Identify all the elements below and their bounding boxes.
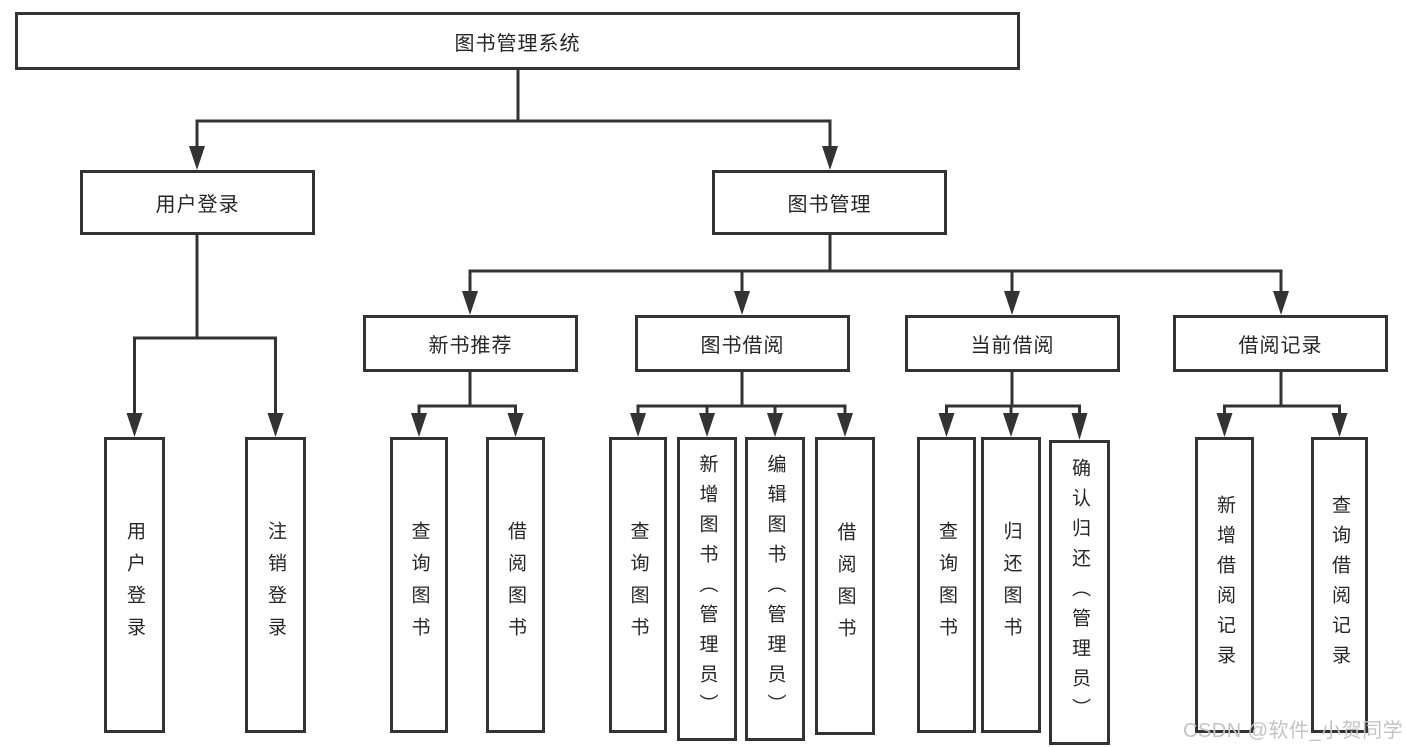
leaf-add-book-admin-label: 新增图书（管理员） — [696, 454, 718, 724]
leaf-user-login: 用户登录 — [104, 437, 165, 733]
leaf-confirm-return-admin-label: 确认归还（管理员） — [1069, 457, 1090, 728]
leaf-add-book-admin: 新增图书（管理员） — [677, 437, 737, 741]
leaf-query-books-borrow: 查询图书 — [609, 437, 667, 733]
node-borrow-records-label: 借阅记录 — [1238, 335, 1323, 357]
leaf-confirm-return-admin: 确认归还（管理员） — [1049, 440, 1110, 745]
node-user-login-label: 用户登录 — [155, 194, 240, 216]
leaf-query-books-borrow-label: 查询图书 — [627, 521, 649, 649]
leaf-add-borrow-record: 新增借阅记录 — [1195, 437, 1254, 733]
node-borrow-records: 借阅记录 — [1173, 315, 1388, 372]
node-book-borrow: 图书借阅 — [635, 315, 850, 372]
node-current-borrow-label: 当前借阅 — [970, 335, 1055, 357]
node-root-label: 图书管理系统 — [454, 32, 581, 55]
csdn-watermark: CSDN @软件_小贺同学 — [1183, 720, 1404, 742]
node-book-management: 图书管理 — [712, 170, 947, 235]
leaf-user-login-label: 用户登录 — [124, 521, 145, 649]
leaf-return-book-label: 归还图书 — [1000, 521, 1022, 649]
node-new-book-recommend: 新书推荐 — [363, 315, 578, 372]
leaf-borrow-books-newbook-label: 借阅图书 — [505, 521, 526, 649]
node-new-book-recommend-label: 新书推荐 — [428, 335, 513, 357]
leaf-query-borrow-record-label: 查询借阅记录 — [1329, 495, 1350, 675]
node-current-borrow: 当前借阅 — [905, 315, 1120, 372]
leaf-query-books-newbook-label: 查询图书 — [408, 521, 430, 649]
leaf-query-books-newbook: 查询图书 — [390, 437, 448, 733]
node-user-login: 用户登录 — [80, 170, 315, 235]
leaf-borrow-books-borrow: 借阅图书 — [815, 437, 875, 735]
leaf-add-borrow-record-label: 新增借阅记录 — [1214, 495, 1235, 675]
leaf-logout-login: 注销登录 — [245, 437, 306, 733]
leaf-query-books-current: 查询图书 — [917, 437, 976, 733]
node-book-borrow-label: 图书借阅 — [700, 335, 785, 357]
leaf-borrow-books-newbook: 借阅图书 — [486, 437, 545, 733]
leaf-edit-book-admin: 编辑图书（管理员） — [745, 437, 805, 741]
leaf-logout-login-label: 注销登录 — [265, 521, 286, 649]
node-book-management-label: 图书管理 — [787, 194, 872, 216]
node-root: 图书管理系统 — [15, 12, 1020, 70]
leaf-edit-book-admin-label: 编辑图书（管理员） — [764, 454, 786, 724]
leaf-return-book: 归还图书 — [981, 437, 1041, 733]
leaf-query-borrow-record: 查询借阅记录 — [1311, 437, 1368, 733]
leaf-borrow-books-borrow-label: 借阅图书 — [834, 522, 856, 650]
leaf-query-books-current-label: 查询图书 — [936, 521, 957, 649]
